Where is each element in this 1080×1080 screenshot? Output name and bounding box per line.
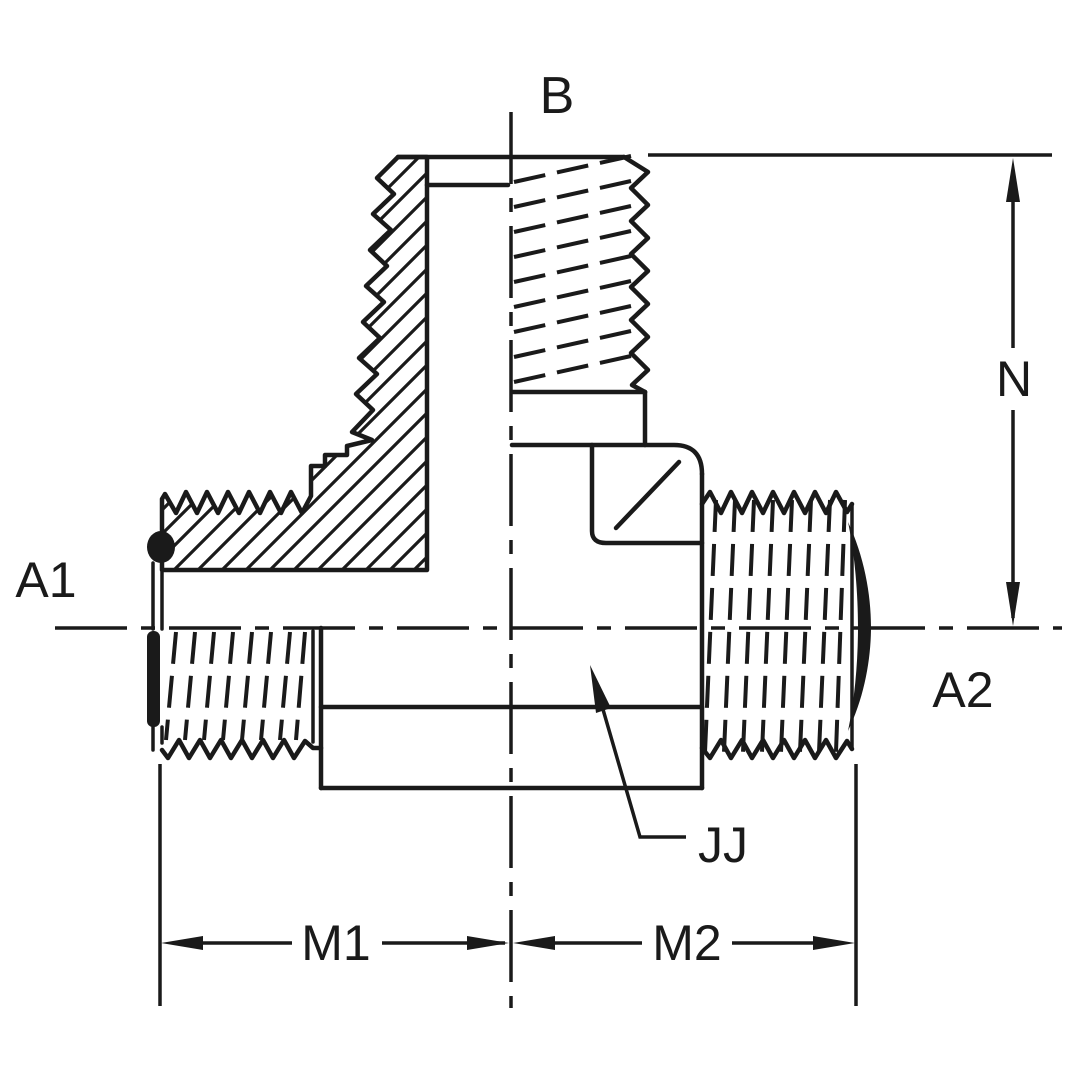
label-port-a1: A1	[15, 552, 76, 608]
n-arrow-up	[1006, 158, 1020, 202]
label-port-a2: A2	[932, 662, 993, 718]
section-hatch-region	[159, 154, 430, 573]
left-port-face-lines	[151, 561, 164, 752]
left-oring-profile	[147, 631, 160, 727]
right-oring-profile	[848, 522, 871, 731]
right-port	[699, 489, 871, 761]
dimension-m1-m2	[158, 764, 858, 1006]
left-port	[147, 531, 324, 761]
label-dim-m1: M1	[301, 915, 370, 971]
jj-leader	[590, 665, 686, 839]
m2-arrow-right	[813, 936, 855, 950]
body-hex	[318, 442, 705, 791]
top-branch-port	[395, 154, 651, 448]
label-ref-jj: JJ	[698, 817, 748, 873]
m2-arrow-left	[513, 936, 555, 950]
branch-thread-crest-edge	[621, 154, 651, 395]
jj-arrowhead	[590, 665, 611, 713]
branch-thread-lines	[513, 154, 632, 384]
body-wrench-flat-boss	[589, 442, 705, 546]
section-cut-wall	[159, 154, 511, 573]
labels: B N A1 A2 M1 M2 JJ	[15, 67, 1032, 971]
label-port-b: B	[540, 67, 575, 125]
label-dim-m2: M2	[652, 915, 721, 971]
m1-arrow-left	[161, 936, 203, 950]
n-arrow-down	[1006, 582, 1020, 626]
right-port-thread-lines	[703, 499, 847, 753]
centerlines	[55, 112, 1062, 1008]
left-oring-section-icon	[147, 531, 175, 563]
jj-leader-line	[600, 705, 686, 839]
label-dim-n: N	[996, 351, 1032, 407]
dimension-n	[648, 153, 1052, 626]
left-port-bottom-crest	[159, 737, 324, 761]
body-chamfer-slash	[613, 459, 682, 531]
m1-arrow-right	[467, 936, 509, 950]
left-port-thread-lines	[164, 631, 307, 741]
